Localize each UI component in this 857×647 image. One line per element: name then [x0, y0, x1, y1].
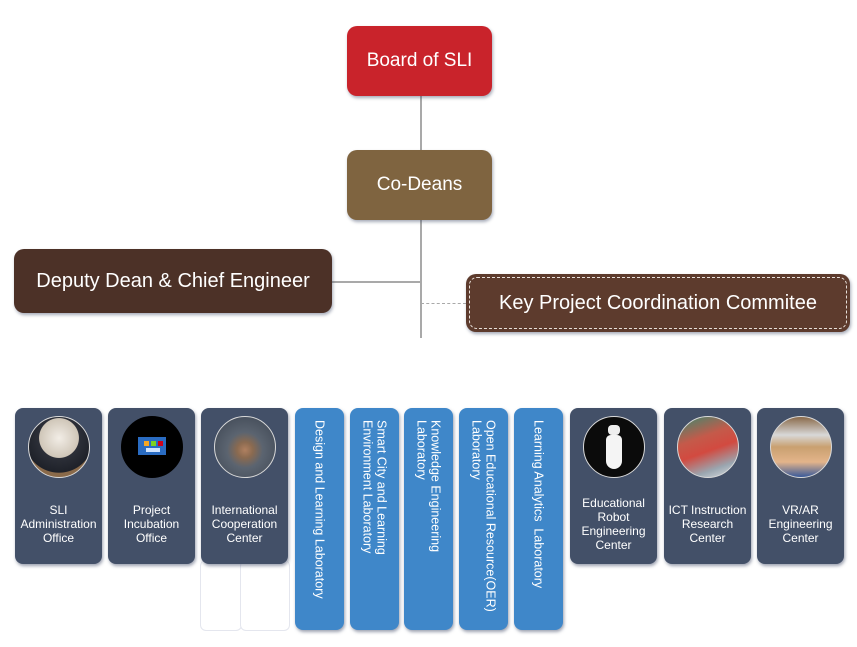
board-label: Board of SLI — [366, 50, 473, 71]
lab-label: Smart City and Learning Environment Labo… — [360, 420, 389, 555]
handshake-photo-icon — [213, 416, 276, 478]
lab-label: Open Educational Resource(OER) Laborator… — [469, 420, 498, 612]
project-network-icon — [120, 416, 183, 478]
lab-knowledge-engineering[interactable]: Knowledge Engineering Laboratory — [404, 408, 453, 630]
unit-international-cooperation[interactable]: International Cooperation Center — [201, 408, 288, 564]
unit-label: ICT Instruction Research Center — [668, 503, 747, 545]
board-of-sli-node[interactable]: Board of SLI — [347, 26, 492, 96]
unit-label: VR/AR Engineering Center — [768, 503, 833, 545]
connector-deputy — [332, 281, 421, 283]
lab-oer[interactable]: Open Educational Resource(OER) Laborator… — [459, 408, 508, 630]
connector-codeans-down — [420, 220, 422, 338]
deputy-dean-node[interactable]: Deputy Dean & Chief Engineer — [14, 249, 332, 313]
co-deans-node[interactable]: Co-Deans — [347, 150, 492, 220]
lab-learning-analytics[interactable]: Learning Analytics Laboratory — [514, 408, 563, 630]
unit-label: Project Incubation Office — [123, 503, 180, 545]
unit-vr-ar-engineering[interactable]: VR/AR Engineering Center — [757, 408, 844, 564]
unit-label: International Cooperation Center — [211, 503, 278, 545]
unit-label: Educational Robot Engineering Center — [581, 496, 646, 552]
unit-educational-robot[interactable]: Educational Robot Engineering Center — [570, 408, 657, 564]
lab-label: Learning Analytics Laboratory — [531, 420, 546, 589]
key-project-committee-node[interactable]: Key Project Coordination Commitee — [466, 274, 850, 332]
vr-headset-photo-icon — [769, 416, 832, 478]
co-deans-label: Co-Deans — [376, 174, 463, 195]
unit-project-incubation[interactable]: Project Incubation Office — [108, 408, 195, 564]
lab-design-learning[interactable]: Design and Learning Laboratory — [295, 408, 344, 630]
robot-photo-icon — [582, 416, 645, 478]
lab-label: Knowledge Engineering Laboratory — [414, 420, 443, 553]
deputy-dean-label: Deputy Dean & Chief Engineer — [36, 269, 310, 292]
lab-label: Design and Learning Laboratory — [312, 420, 327, 599]
unit-label: SLI Administration Office — [20, 503, 97, 545]
ghost-box — [200, 560, 242, 631]
lab-smart-city[interactable]: Smart City and Learning Environment Labo… — [350, 408, 399, 630]
ghost-box — [240, 560, 290, 631]
unit-ict-instruction[interactable]: ICT Instruction Research Center — [664, 408, 751, 564]
businessman-photo-icon — [27, 416, 90, 478]
connector-committee — [421, 303, 466, 304]
connector-board-codeans — [420, 96, 422, 150]
committee-label: Key Project Coordination Commitee — [499, 291, 817, 314]
students-computers-photo-icon — [676, 416, 739, 478]
unit-sli-administration[interactable]: SLI Administration Office — [15, 408, 102, 564]
